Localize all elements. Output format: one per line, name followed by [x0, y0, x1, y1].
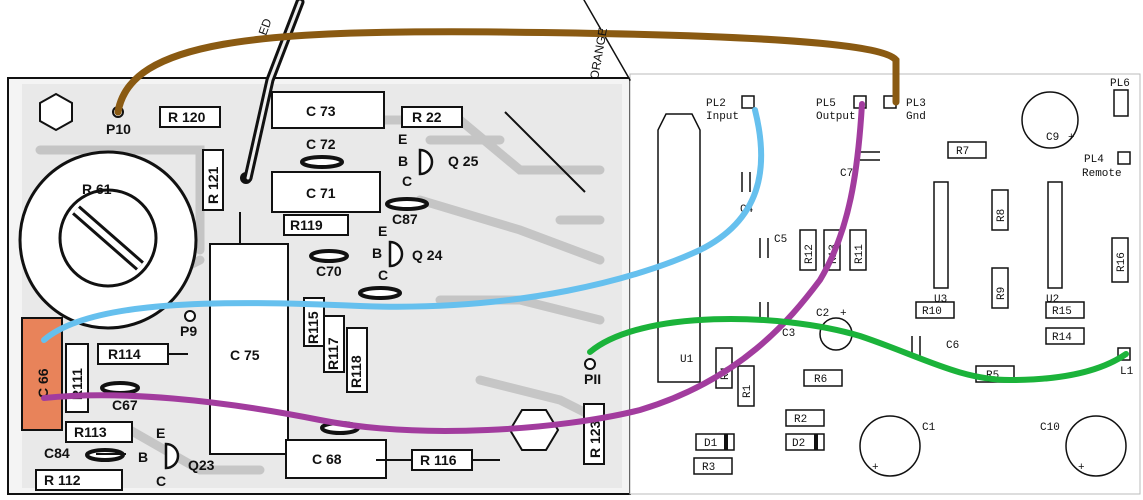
label-c2-plus: +	[840, 308, 847, 320]
label-r10: R10	[922, 306, 942, 318]
label-c75: C 75	[230, 347, 260, 363]
label-c67: C67	[112, 397, 138, 413]
label-c7: C7	[840, 168, 853, 180]
connector-pl3: PL3	[906, 98, 926, 110]
label-r9: R9	[996, 287, 1008, 300]
label-r119: R119	[290, 217, 323, 233]
label-c72: C 72	[306, 136, 336, 152]
wire-green[interactable]	[587, 316, 1129, 384]
label-q25: Q 25	[448, 153, 479, 169]
pin-c-q24: C	[378, 267, 388, 283]
pad-p9-label: P9	[180, 323, 197, 339]
label-r6: R6	[814, 374, 827, 386]
label-r22: R 22	[412, 109, 442, 125]
connector-pl4: PL4	[1084, 154, 1104, 166]
label-r115: R115	[305, 311, 321, 344]
pad-p11-label: PII	[584, 371, 601, 387]
connector-pl6: PL6	[1110, 78, 1130, 90]
label-c1: C1	[922, 422, 936, 434]
pin-e-q24: E	[378, 223, 387, 239]
label-c84: C84	[44, 445, 70, 461]
label-r118: R118	[348, 355, 364, 388]
pin-e-q23: E	[156, 425, 165, 441]
label-r120: R 120	[168, 109, 206, 125]
right-circuit-board: PL2 Input PL5 Output PL3 Gnd PL6 PL4 Rem…	[629, 73, 1141, 495]
connector-pl3-sub: Gnd	[906, 111, 926, 123]
label-d2: D2	[792, 438, 805, 450]
label-r15: R15	[1052, 306, 1072, 318]
label-c6: C6	[946, 340, 959, 352]
label-q24: Q 24	[412, 247, 443, 263]
label-r8: R8	[996, 209, 1008, 222]
pin-e-q25: E	[398, 131, 407, 147]
mounting-hex-icon	[39, 92, 73, 132]
wire-blue[interactable]	[41, 107, 765, 343]
label-c5: C5	[774, 234, 787, 246]
label-c10: C10	[1040, 422, 1060, 434]
label-c71: C 71	[306, 185, 336, 201]
label-r114: R114	[108, 346, 141, 362]
label-r111: R111	[69, 368, 85, 400]
label-c10-plus: +	[1078, 462, 1085, 474]
connector-pl4-sub: Remote	[1082, 168, 1122, 180]
connector-pl2-sub: Input	[706, 111, 739, 123]
label-r123: R 123	[587, 420, 603, 458]
wire-label-red: ED	[256, 16, 275, 37]
label-r1: R1	[742, 384, 754, 398]
mounting-hex-icon	[508, 409, 560, 451]
label-c70: C70	[316, 263, 342, 279]
pin-c-q25: C	[402, 173, 412, 189]
label-r11: R11	[854, 244, 866, 264]
label-r61: R 61	[82, 181, 112, 197]
pin-c-q23: C	[156, 473, 166, 489]
wire-purple[interactable]	[41, 101, 865, 434]
label-c73: C 73	[306, 103, 336, 119]
capacitor-c66-highlight	[21, 317, 63, 431]
label-u1: U1	[680, 354, 694, 366]
label-r7: R7	[956, 146, 969, 158]
ic-u1	[657, 113, 701, 383]
label-c9-plus: +	[1068, 132, 1075, 144]
potentiometer-r61: R 61	[18, 150, 198, 330]
label-q23: Q23	[188, 457, 215, 473]
label-c66: C 66	[35, 368, 51, 398]
connector-pl5-sub: Output	[816, 111, 856, 123]
label-r16: R16	[1116, 252, 1128, 272]
connector-pl5: PL5	[816, 98, 836, 110]
label-r112: R 112	[44, 472, 81, 488]
label-r14: R14	[1052, 332, 1072, 344]
connector-pl2: PL2	[706, 98, 726, 110]
label-d1: D1	[704, 438, 718, 450]
label-c2: C2	[816, 308, 829, 320]
label-c68: C 68	[312, 451, 342, 467]
label-r12: R12	[804, 244, 816, 264]
label-r2: R2	[794, 414, 807, 426]
wire-brown[interactable]	[114, 28, 900, 116]
pad-p10-label: P10	[106, 121, 131, 137]
wires	[41, 0, 1129, 434]
label-r3: R3	[702, 462, 715, 474]
label-c87: C87	[392, 211, 418, 227]
left-circuit-board: R 61	[7, 77, 631, 495]
label-c3: C3	[782, 328, 795, 340]
label-r113: R113	[74, 424, 107, 440]
pin-b-q24: B	[372, 245, 382, 261]
label-r121: R 121	[205, 166, 221, 204]
label-r117: R117	[325, 337, 341, 370]
pin-b-q25: B	[398, 153, 408, 169]
label-c1-plus: +	[872, 462, 879, 474]
label-l1: L1	[1120, 366, 1134, 378]
pin-b-q23: B	[138, 449, 148, 465]
label-r116: R 116	[420, 452, 457, 468]
label-c9: C9	[1046, 132, 1059, 144]
